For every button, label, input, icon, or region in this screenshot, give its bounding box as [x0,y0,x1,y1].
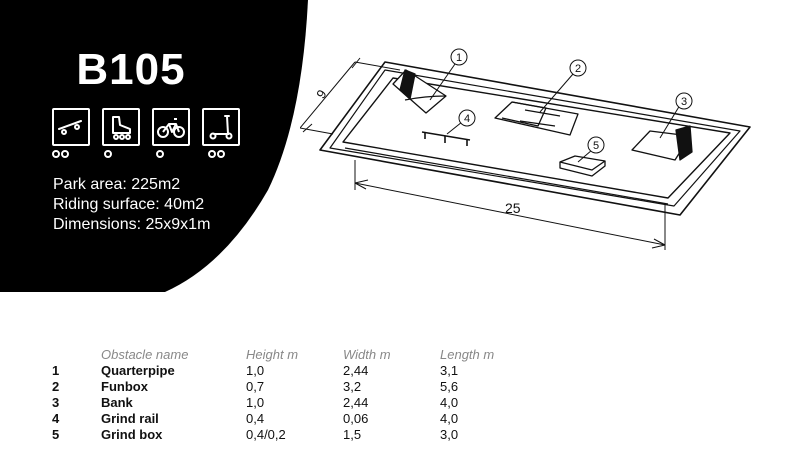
callout-5: 5 [593,140,599,152]
bmx-bike-wheels [156,150,208,158]
header-height: Height m [246,347,299,362]
skateboard-icon [52,108,90,146]
header-length: Length m [440,347,495,362]
rider-type-icons [52,108,240,146]
riding-surface: Riding surface: 40m2 [53,196,205,213]
skateboard-wheels [52,150,104,158]
dim-length-label: 25 [505,200,521,216]
callout-2: 2 [575,63,581,75]
inline-skate-icon [102,108,140,146]
funbox-obstacle [494,101,579,136]
dimensions: Dimensions: 25x9x1m [53,216,211,233]
table-header: Obstacle name Height m Width m Length m [52,346,537,363]
bank-obstacle [631,125,693,161]
outer-platform [319,61,751,216]
park-isometric-drawing: 9 25 [300,48,751,250]
quarterpipe-obstacle [392,69,447,114]
obstacle-table: Obstacle name Height m Width m Length m … [52,346,537,443]
scooter-icon [202,108,240,146]
wheel-indicators [52,150,260,158]
grind-rail-obstacle [421,131,471,146]
bmx-bike-icon [152,108,190,146]
callout-3: 3 [681,96,687,108]
inline-skate-wheels [104,150,156,158]
scooter-wheels [208,150,260,158]
dim-width-label: 9 [313,87,329,102]
header-width: Width m [343,347,391,362]
park-area: Park area: 225m2 [53,176,181,193]
callout-1: 1 [456,52,462,64]
park-specs: Park area: 225m2 Riding surface: 40m2 Di… [53,175,210,235]
header-obstacle-name: Obstacle name [101,347,189,362]
callout-4: 4 [464,113,470,125]
grind-box-obstacle [559,155,606,177]
riding-surface-outline [342,77,731,199]
model-title: B105 [76,45,186,94]
